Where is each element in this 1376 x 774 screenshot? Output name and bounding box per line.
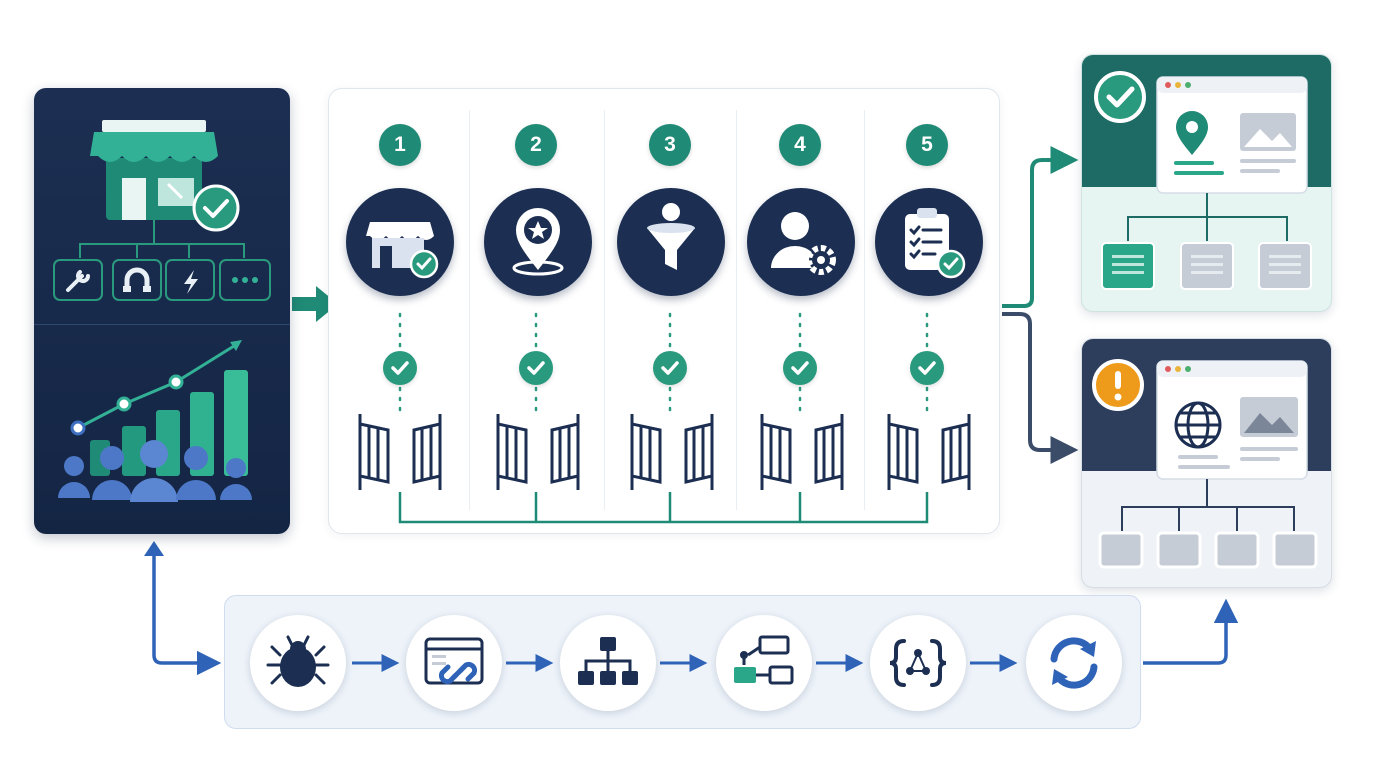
success-outcome-card[interactable] (1081, 54, 1332, 312)
checklist-icon (905, 208, 966, 279)
location-star-icon (512, 208, 564, 276)
check-badge-icon (192, 184, 240, 232)
bug-crawler-icon (266, 635, 330, 687)
step-4-check-icon (783, 351, 817, 385)
storefront-icon (90, 120, 218, 220)
store-check-icon (366, 222, 439, 279)
step-1-check-icon (383, 351, 417, 385)
column-divider (469, 110, 470, 510)
step-number-2: 2 (515, 124, 557, 166)
pipeline-arrows (352, 654, 1018, 672)
link-step[interactable] (406, 615, 502, 711)
refresh-icon (1050, 637, 1098, 689)
browser-link-icon (424, 637, 484, 685)
gate-icon (358, 414, 442, 490)
steps-connectors (398, 312, 929, 524)
step-number-3: 3 (649, 124, 691, 166)
globe-icon (1174, 401, 1222, 449)
step-2-check-icon (519, 351, 553, 385)
column-divider (604, 110, 605, 510)
user-gear-icon (771, 212, 836, 275)
step-5-check-icon (910, 351, 944, 385)
step-number-1: 1 (379, 124, 421, 166)
people-group-icon (58, 440, 252, 502)
success-branch-arrow (1002, 146, 1079, 308)
tool-boxes (53, 259, 271, 301)
step-5-circle[interactable] (875, 188, 983, 296)
warning-branch-arrow (1002, 312, 1079, 464)
step-3-check-icon (653, 351, 687, 385)
code-step[interactable] (870, 615, 966, 711)
step-number-4: 4 (779, 124, 821, 166)
flow-diagram-icon (734, 635, 794, 685)
pipeline-output-arrow (1143, 598, 1239, 665)
step-number-5: 5 (906, 124, 948, 166)
warning-outcome-card[interactable] (1081, 338, 1332, 588)
gate-icon (760, 414, 844, 490)
crawler-step[interactable] (250, 615, 346, 711)
panel-divider (34, 324, 290, 325)
step-1-circle[interactable] (346, 188, 454, 296)
gate-icon (887, 414, 971, 490)
success-card-art (1082, 55, 1331, 290)
business-panel-art (53, 120, 271, 502)
gate-icon (630, 414, 714, 490)
step-4-circle[interactable] (747, 188, 855, 296)
user-funnel-icon (647, 203, 695, 270)
column-divider (864, 110, 865, 510)
code-braces-icon (889, 639, 947, 687)
warning-card-art (1082, 339, 1331, 569)
flow-step[interactable] (716, 615, 812, 711)
refresh-step[interactable] (1026, 615, 1122, 711)
sitemap-icon (578, 637, 638, 685)
gate-icon (496, 414, 580, 490)
step-3-circle[interactable] (617, 188, 725, 296)
step-2-circle[interactable] (484, 188, 592, 296)
column-divider (736, 110, 737, 510)
feedback-arrow (152, 552, 222, 676)
sitemap-step[interactable] (560, 615, 656, 711)
